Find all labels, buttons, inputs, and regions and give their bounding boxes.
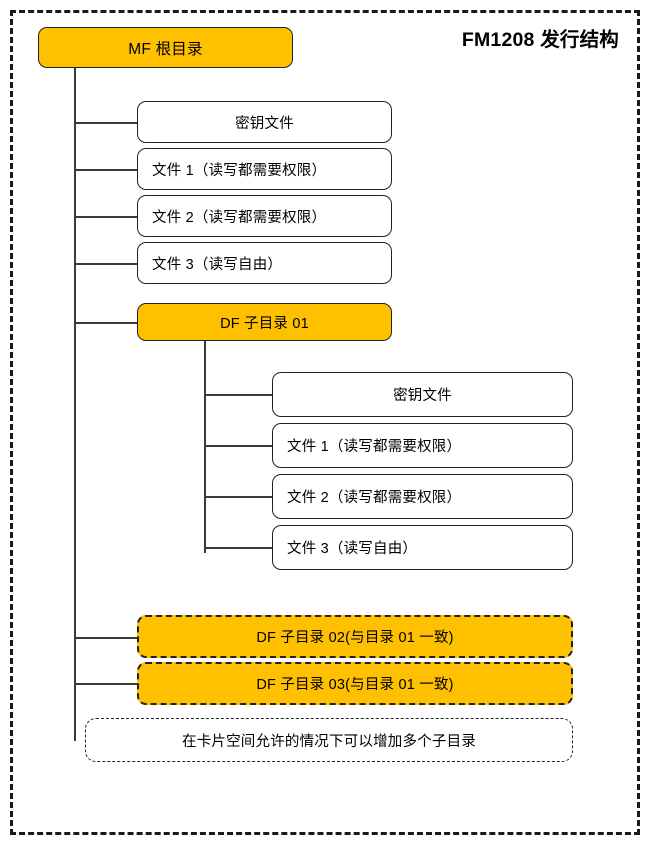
connector-branch-df01-3 [204, 496, 273, 498]
node-mf-child-1-label: 文件 1（读写都需要权限） [152, 162, 327, 179]
node-df01-child-3-label: 文件 3（读写自由） [287, 541, 418, 557]
node-mf-child-2[interactable]: 文件 2（读写都需要权限） [137, 195, 392, 237]
node-df01-child-2[interactable]: 文件 2（读写都需要权限） [272, 474, 573, 519]
node-mf-child-3-label: 文件 3（读写自由） [152, 256, 283, 273]
connector-branch-df01-1 [204, 394, 273, 396]
page-title: FM1208 发行结构 [461, 29, 619, 51]
node-capacity-note: 在卡片空间允许的情况下可以增加多个子目录 [85, 718, 573, 762]
node-mf-child-0[interactable]: 密钥文件 [137, 101, 392, 143]
node-df01-child-1-label: 文件 1（读写都需要权限） [287, 439, 462, 455]
node-df01-child-0[interactable]: 密钥文件 [272, 372, 573, 417]
node-mf-child-2-label: 文件 2（读写都需要权限） [152, 209, 327, 226]
connector-branch-mf-2 [74, 169, 138, 171]
node-mf-root[interactable]: MF 根目录 [38, 27, 293, 68]
connector-branch-mf-1 [74, 122, 138, 124]
connector-branch-df01-4 [204, 547, 273, 549]
node-df01-child-2-label: 文件 2（读写都需要权限） [287, 490, 462, 506]
node-mf-root-label: MF 根目录 [128, 40, 203, 58]
node-df-subdir-03[interactable]: DF 子目录 03(与目录 01 一致) [137, 662, 573, 705]
node-capacity-note-label: 在卡片空间允许的情况下可以增加多个子目录 [182, 733, 476, 750]
node-df-subdir-03-label: DF 子目录 03(与目录 01 一致) [256, 677, 454, 693]
connector-branch-mf-7 [74, 683, 138, 685]
node-df01-child-0-label: 密钥文件 [393, 388, 452, 404]
node-mf-child-0-label: 密钥文件 [235, 115, 294, 132]
node-mf-child-1[interactable]: 文件 1（读写都需要权限） [137, 148, 392, 190]
node-df-subdir-02[interactable]: DF 子目录 02(与目录 01 一致) [137, 615, 573, 658]
connector-branch-mf-4 [74, 263, 138, 265]
page-frame [10, 10, 640, 835]
node-mf-child-3[interactable]: 文件 3（读写自由） [137, 242, 392, 284]
connector-trunk-df01 [204, 341, 206, 553]
node-df-subdir-02-label: DF 子目录 02(与目录 01 一致) [256, 630, 454, 646]
connector-branch-mf-5 [74, 322, 138, 324]
connector-branch-mf-3 [74, 216, 138, 218]
connector-branch-mf-6 [74, 637, 138, 639]
node-df-subdir-01-label: DF 子目录 01 [220, 315, 309, 332]
node-df01-child-1[interactable]: 文件 1（读写都需要权限） [272, 423, 573, 468]
node-df-subdir-01[interactable]: DF 子目录 01 [137, 303, 392, 341]
connector-trunk-mf [74, 68, 76, 741]
connector-branch-df01-2 [204, 445, 273, 447]
node-df01-child-3[interactable]: 文件 3（读写自由） [272, 525, 573, 570]
